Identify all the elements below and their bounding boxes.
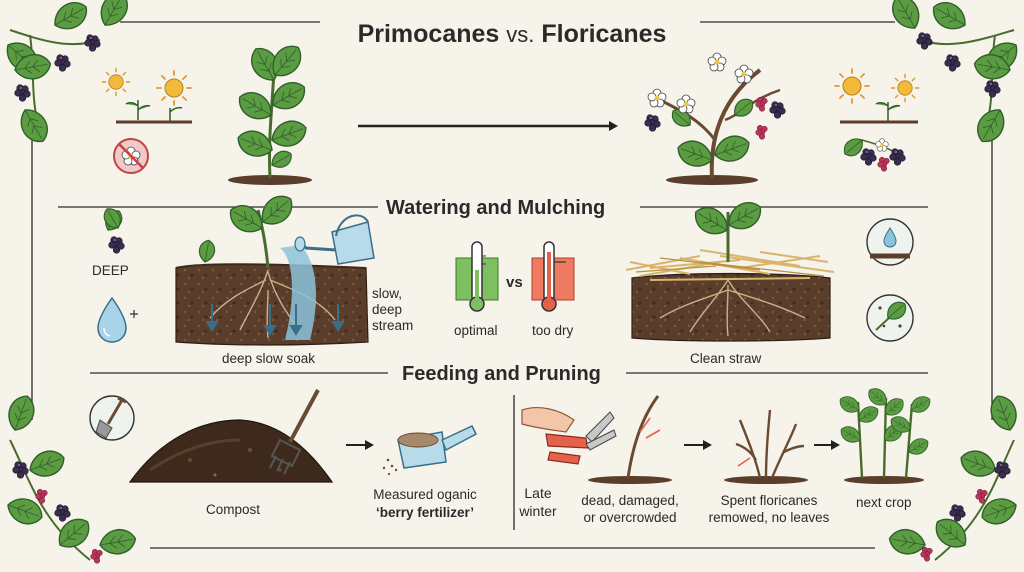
watering-heading: Watering and Mulching bbox=[386, 197, 606, 219]
floricane-plant-illustration bbox=[644, 52, 786, 185]
title-primocanes: Primocanes bbox=[357, 20, 500, 48]
corner-foliage-top-left bbox=[0, 0, 135, 148]
compost-label: Compost bbox=[206, 502, 261, 517]
feeding-heading: Feeding and Pruning bbox=[402, 363, 601, 385]
shovel-icon bbox=[89, 395, 135, 441]
straw-label: Clean straw bbox=[690, 351, 762, 366]
arrow-icon-2 bbox=[346, 440, 374, 450]
arrow-icon-4 bbox=[814, 440, 840, 450]
corner-foliage-bottom-right bbox=[886, 391, 1022, 562]
optimal-label: optimal bbox=[454, 323, 498, 338]
stream-label: slow, deep stream bbox=[372, 286, 414, 333]
primocane-plant-illustration bbox=[228, 39, 312, 185]
fertilizer-label-line1: Measured oganic bbox=[373, 487, 477, 502]
deep-label: DEEP bbox=[92, 263, 129, 278]
next-crop-canes bbox=[836, 384, 934, 484]
spent-floricanes-cut bbox=[724, 409, 808, 484]
mulch-soil-cross-section bbox=[625, 195, 835, 342]
garden-fork-icon bbox=[269, 389, 320, 475]
no-flower-icon bbox=[113, 138, 149, 174]
seedling-circle-icon bbox=[866, 294, 914, 342]
corner-foliage-top-right bbox=[885, 0, 1024, 148]
too-dry-label: too dry bbox=[532, 323, 574, 338]
compost-pile bbox=[128, 419, 334, 483]
title-vs: vs. bbox=[506, 22, 535, 47]
arrow-icon bbox=[358, 121, 618, 131]
thermometer-icon bbox=[455, 241, 499, 312]
title-floricanes: Floricanes bbox=[541, 20, 667, 48]
berry-cluster-icon bbox=[839, 133, 906, 172]
vs-label: vs bbox=[506, 274, 523, 291]
watering-drop-circle-icon bbox=[866, 218, 914, 266]
watering-can-icon bbox=[294, 214, 375, 265]
page-title: Primocanes vs. Floricanes bbox=[0, 20, 1024, 49]
fertilizer-label-line2: ‘berry fertilizer’ bbox=[375, 505, 475, 520]
dead-damaged-label: dead, damaged, or overcrowded bbox=[581, 493, 679, 525]
scoop-icon bbox=[382, 425, 477, 476]
pruning-shears-icon bbox=[521, 407, 617, 465]
spent-floricanes-label: Spent floricanes remowed, no leaves bbox=[708, 493, 830, 525]
corner-foliage-bottom-left bbox=[3, 391, 139, 564]
water-drop-icon bbox=[97, 296, 138, 343]
late-winter-label: Late winter bbox=[519, 485, 557, 519]
sun-icon bbox=[101, 67, 192, 124]
arrow-icon-3 bbox=[684, 440, 712, 450]
soak-label: deep slow soak bbox=[222, 351, 316, 366]
watering-soil-cross-section bbox=[175, 188, 369, 346]
berry-icon bbox=[99, 204, 127, 254]
next-crop-label: next crop bbox=[856, 495, 912, 510]
thermometer-hot-icon bbox=[531, 241, 575, 312]
page-frame bbox=[31, 21, 993, 549]
sun-icon-right bbox=[834, 68, 920, 124]
pruning-cane-dead bbox=[588, 395, 672, 484]
